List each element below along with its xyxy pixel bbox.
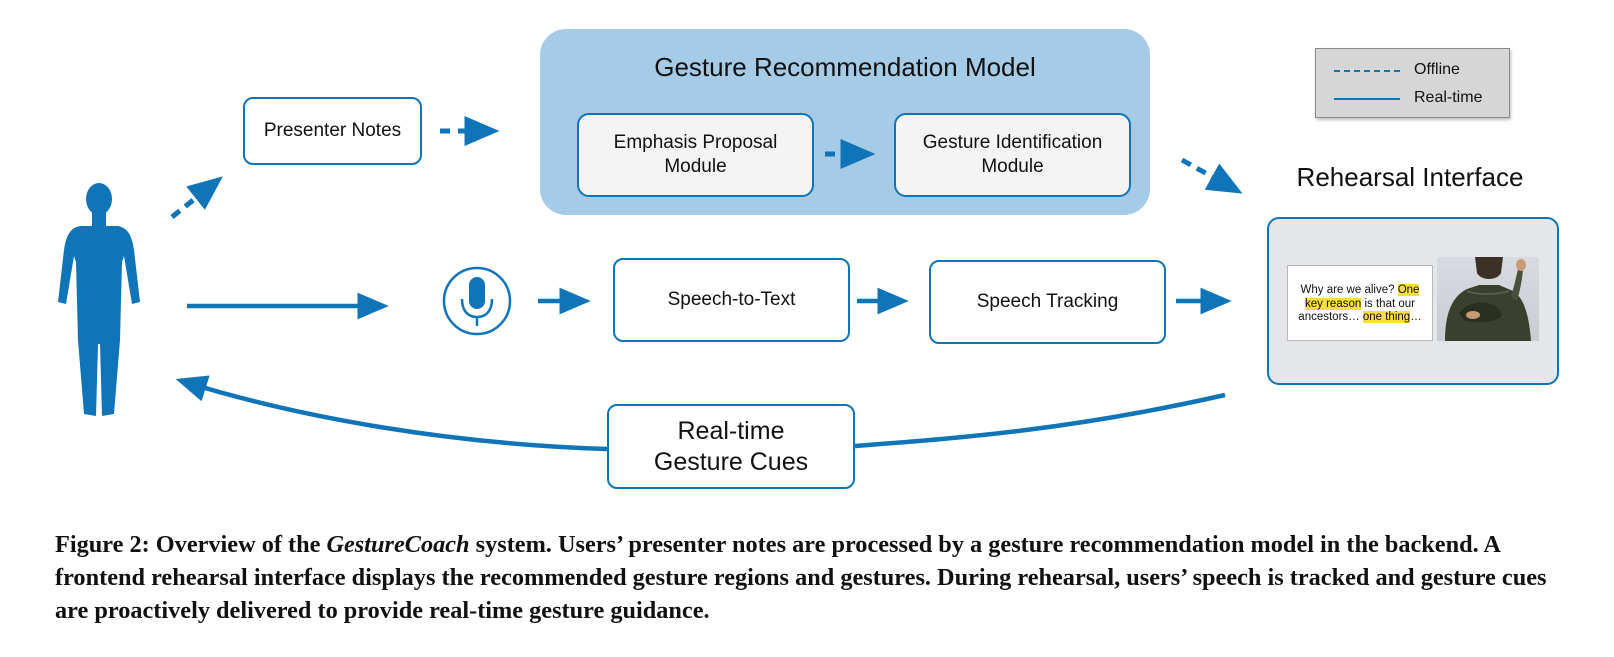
speech-tracking-label: Speech Tracking [976, 291, 1119, 312]
caption-label: Figure 2: Overview of the [55, 531, 327, 558]
realtime-curve-rehearsal-to-cues [854, 392, 1226, 449]
script-text-end: … [1410, 311, 1422, 323]
emphasis-module-line-1: Emphasis Proposal [613, 132, 778, 153]
gesture-module-line-2: Module [981, 156, 1044, 177]
legend-offline-swatch [1334, 70, 1400, 72]
rehearsal-interface-frame: Why are we alive? One key reason is that… [1267, 217, 1559, 385]
system-overview-diagram: Gesture Recommendation Model Emphasis Pr… [58, 29, 1559, 489]
avatar-figure-icon [1445, 257, 1531, 341]
script-highlight-2: one thing [1362, 311, 1411, 323]
microphone-icon [442, 266, 512, 336]
gesture-cues-box: Real-time Gesture Cues [607, 404, 855, 489]
offline-arrow-model-to-rehearsal [1180, 157, 1243, 194]
gesture-cues-line-2: Gesture Cues [653, 447, 809, 476]
legend: Offline Real-time [1315, 48, 1510, 118]
gesture-module-line-1: Gesture Identification [922, 132, 1103, 153]
legend-realtime-label: Real-time [1414, 89, 1483, 106]
emphasis-module-line-2: Module [664, 156, 727, 177]
presenter-notes-label: Presenter Notes [263, 120, 402, 141]
model-title: Gesture Recommendation Model [654, 52, 1036, 82]
speech-to-text-box: Speech-to-Text [613, 258, 850, 342]
script-card: Why are we alive? One key reason is that… [1287, 265, 1433, 341]
speech-tracking-box: Speech Tracking [929, 260, 1166, 344]
gesture-identification-module: Gesture Identification Module [894, 113, 1131, 197]
speech-to-text-label: Speech-to-Text [667, 289, 796, 310]
offline-arrow-person-to-notes [170, 176, 223, 219]
figure-caption: Figure 2: Overview of the GestureCoach s… [55, 528, 1575, 627]
person-icon [58, 183, 140, 416]
caption-system-name: GestureCoach [326, 531, 470, 558]
gesture-cues-line-1: Real-time [677, 416, 785, 445]
emphasis-proposal-module: Emphasis Proposal Module [577, 113, 814, 197]
realtime-curve-cues-to-person [175, 375, 608, 452]
caption-text: system. Users’ presenter notes are proce… [55, 531, 1547, 624]
avatar-image [1437, 257, 1539, 341]
legend-offline-label: Offline [1414, 61, 1460, 78]
script-text-start: Why are we alive? [1300, 284, 1398, 296]
script-text-middle: is that our ancestors… [1298, 297, 1415, 324]
presenter-notes-box: Presenter Notes [243, 97, 422, 165]
rehearsal-interface-title: Rehearsal Interface [1296, 162, 1524, 192]
legend-realtime-swatch [1334, 98, 1400, 100]
